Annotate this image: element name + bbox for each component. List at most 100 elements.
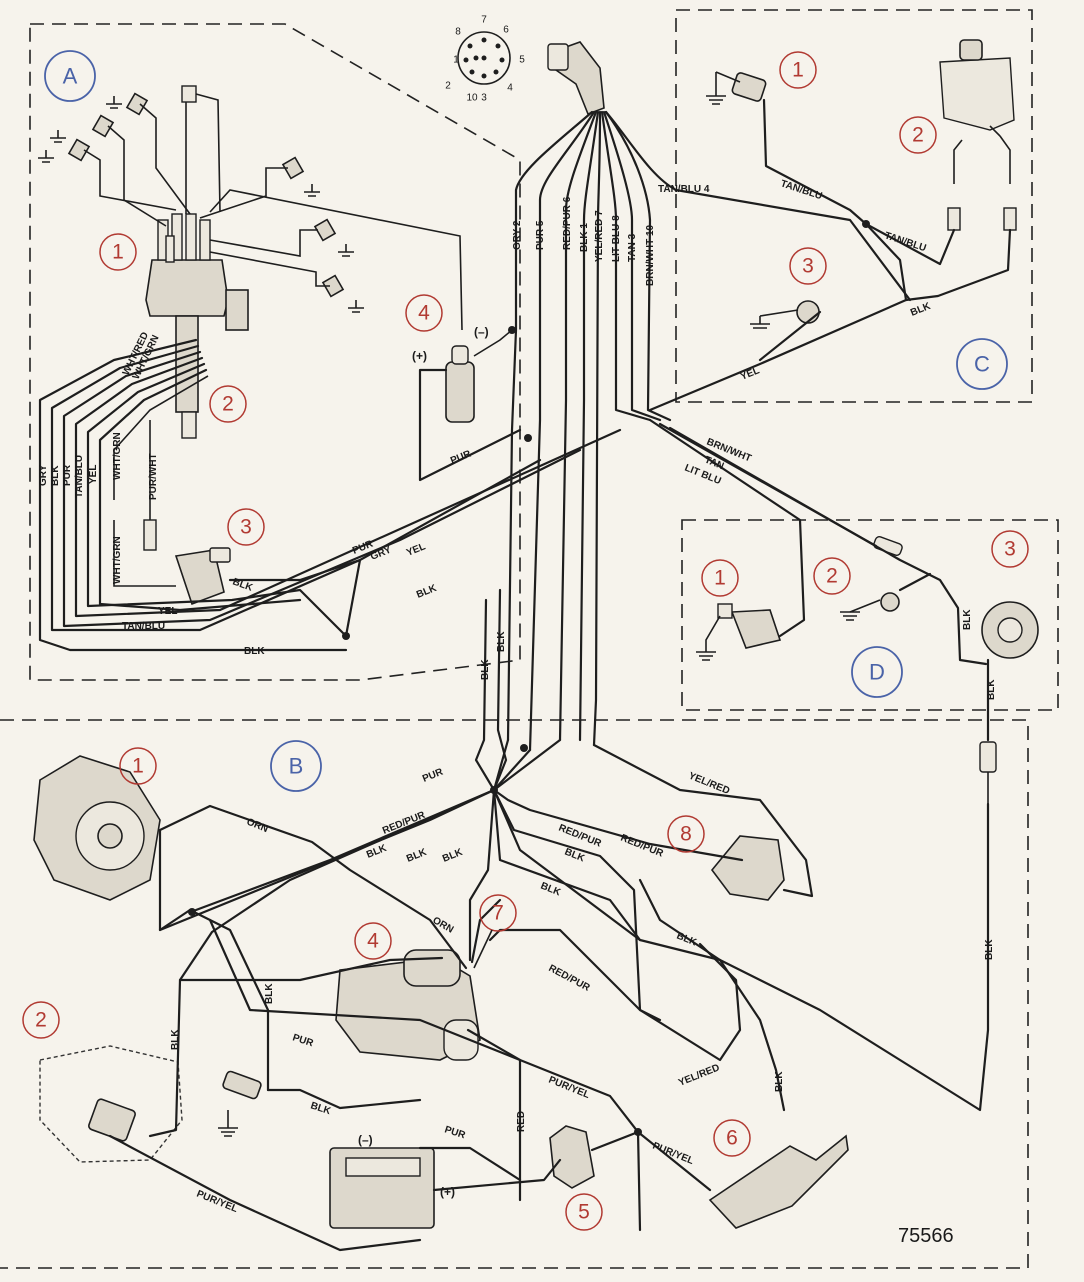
a3-switch [174,547,231,606]
a1-spark-plugs [38,85,463,331]
wire-label-c-yel: YEL [739,365,761,382]
pin-5-label: 5 [519,55,525,66]
wire-label-a-yel-main: YEL [405,541,427,558]
wire-label-a-yel-bottom: YEL [158,606,177,617]
callout-b8-label: 8 [680,823,692,846]
wire-label-a-purwht: PUR/WHT [148,453,159,500]
callout-a4: 4 [405,294,443,332]
callout-d3-label: 3 [1004,538,1016,561]
callout-d2: 2 [813,557,851,595]
wire-label-b-blk-v1: BLK [480,659,491,680]
wire-label-a-tanblu-bottom: TAN/BLU [122,621,165,632]
section-b-marker: B [270,740,322,792]
region-d-outline [681,519,1059,711]
wire-label-b-redpur-r2: RED/PUR [619,833,666,860]
callout-c1-label: 1 [792,59,804,82]
b8-solenoid [710,835,785,901]
wire-label-brnwht10: BRN/WHT 10 [645,224,656,286]
callout-b6: 6 [713,1119,751,1157]
pin-3-label: 3 [481,93,487,104]
callout-c3: 3 [789,247,827,285]
callout-b5-label: 5 [578,1201,590,1224]
wire-label-a-tanblu: TAN/BLU [74,455,85,498]
pin-6-label: 6 [503,25,509,36]
wire-label-b-blk-r: BLK [563,847,587,865]
callout-d1-label: 1 [714,567,726,590]
section-a-label: A [63,64,78,89]
wire-label-tan3: TAN 3 [627,233,638,262]
b2-sender-block [39,1045,183,1163]
wire-label-b-pur: PUR [421,766,445,784]
wire-label-a-yel: YEL [88,465,99,484]
pin-10-label: 10 [466,93,478,104]
section-d-wires [638,418,997,1112]
callout-a3-label: 3 [240,516,252,539]
section-c-wires [648,98,1012,412]
pin-1-label: 1 [453,55,459,66]
c2-fluid-reservoir [939,39,1017,231]
d1-oil-sender [696,603,782,661]
wire-label-b-pur-batt: PUR [443,1124,467,1141]
wire-label-a-whtgrn-low: WHT/GRN [112,536,123,584]
callout-b7: 7 [479,894,517,932]
callout-d1: 1 [701,559,739,597]
connector-pinout: 1 2 3 4 5 6 7 8 10 [445,15,525,104]
pin-4-label: 4 [507,83,513,94]
wire-label-a-blk-main: BLK [415,583,439,601]
callout-a1: 1 [99,233,137,271]
section-c-label: C [974,352,990,377]
callout-b7-leader [473,929,493,969]
wire-label-a-whtgrn: WHT/GRN [112,432,123,480]
section-a-marker: A [44,50,96,102]
wire-label-gry2: GRY 2 [512,220,523,250]
pin-2-label: 2 [445,81,451,92]
wire-label-b-blk-left: BLK [170,1029,181,1050]
callout-b1: 1 [119,747,157,785]
coil-positive-label: (+) [412,349,427,363]
callout-b2-label: 2 [35,1009,47,1032]
section-b-label: B [289,754,304,779]
wire-label-b-blk-v2: BLK [496,631,507,652]
wire-label-d-blk-v: BLK [962,609,973,630]
c1-temp-sender [706,71,767,105]
wire-label-b-pur-low: PUR [291,1032,315,1049]
callout-b7-label: 7 [492,902,504,925]
b6-neutral-switch [708,1134,849,1229]
region-a-outline [29,23,521,681]
wire-label-tanblu4: TAN/BLU 4 [658,184,710,195]
callout-c2-label: 2 [912,124,924,147]
wire-label-a-pur: PUR [62,464,73,486]
d3-trim-sender [981,601,1039,659]
c3-switch [750,300,820,329]
wire-label-b-puryel2: PUR/YEL [651,1141,695,1167]
wire-label-b-orn: ORN [245,817,270,836]
battery: (–) (+) [329,1133,455,1229]
wire-label-b-orn2: ORN [431,915,456,936]
wire-label-d-blk-v2: BLK [986,679,997,700]
wire-label-b-redpur-mid: RED/PUR [547,963,593,994]
callout-d3: 3 [991,530,1029,568]
wire-label-c-tanblu-a: TAN/BLU [779,178,823,202]
battery-positive-label: (+) [440,1185,455,1199]
wire-label-b-blk3: BLK [441,847,465,865]
wire-label-redpur6: RED/PUR 6 [562,196,573,250]
pin-8-label: 8 [455,27,461,38]
callout-b8: 8 [667,815,705,853]
wire-label-blk1: BLK 1 [579,223,590,252]
battery-negative-label: (–) [358,1133,373,1147]
wire-label-b-blk-far: BLK [774,1071,785,1092]
section-d-label: D [869,660,885,685]
section-b-wires [108,588,814,1252]
d2-switch [840,536,903,621]
wire-label-a-blk: BLK [50,465,61,486]
callout-a2-label: 2 [222,393,234,416]
callout-d2-label: 2 [826,565,838,588]
figure-number: 75566 [898,1225,954,1247]
wire-label-b-blk-sender: BLK [264,983,275,1004]
wire-label-b-blk-right: BLK [984,939,995,960]
callout-a3: 3 [227,508,265,546]
wire-label-yelred7: YEL/RED 7 [594,210,605,262]
wire-label-b-yelred2: YEL/RED [677,1062,721,1088]
pin-7-label: 7 [481,15,487,26]
